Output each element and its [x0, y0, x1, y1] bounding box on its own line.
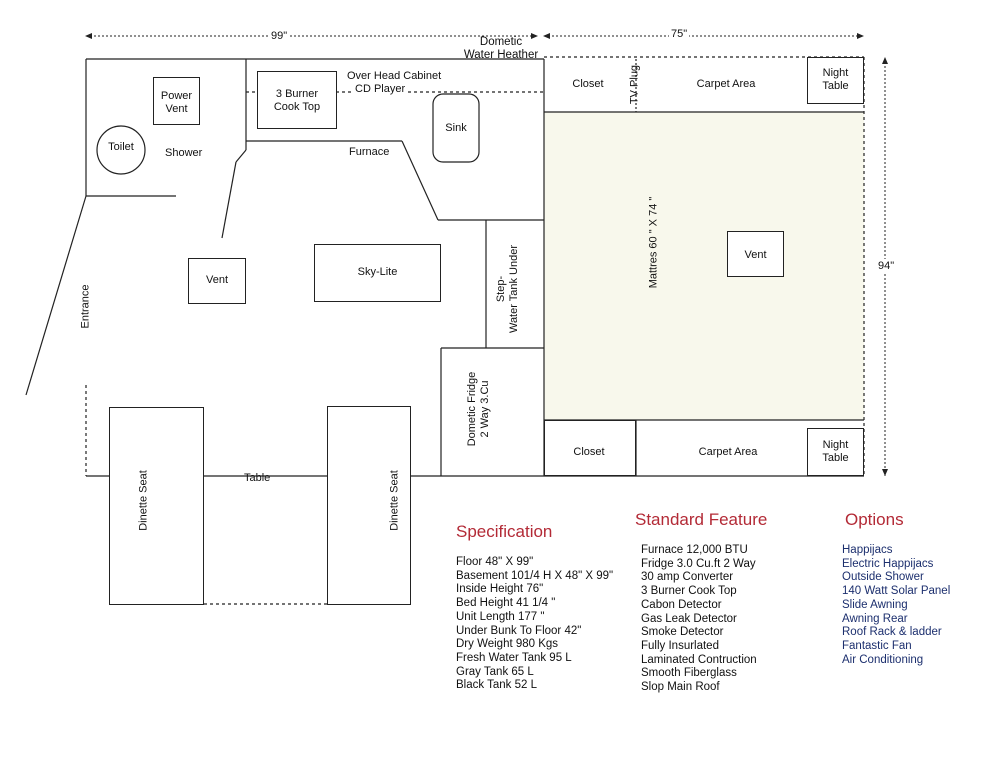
option-item: Air Conditioning	[842, 653, 924, 666]
skylite-label: Sky-Lite	[357, 266, 398, 278]
dinette-seat-left-box	[109, 407, 204, 605]
standard-feature-list: Furnace 12,000 BTU Fridge 3.0 Cu.ft 2 Wa…	[641, 544, 757, 695]
water-heater-label: Dometic Water Heather	[463, 36, 539, 61]
toilet-shape	[96, 125, 146, 175]
specification-heading: Specification	[456, 522, 553, 541]
option-item: Roof Rack & ladder	[842, 626, 942, 639]
spec-item: Unit Length 177 "	[456, 610, 545, 623]
closet-box-bottom	[544, 420, 636, 476]
power-vent-label: Power Vent	[160, 90, 193, 115]
option-item: Outside Shower	[842, 571, 924, 584]
option-item: Fantastic Fan	[842, 639, 912, 652]
dimension-99-label: 99"	[269, 30, 290, 43]
options-list: Happijacs Electric Happijacs Outside Sho…	[842, 544, 950, 667]
shower-label: Shower	[165, 147, 203, 159]
vent-box-left	[188, 258, 246, 304]
fridge-label: Dometic Fridge 2 Way 3.Cu	[466, 371, 491, 447]
dinette-seat-right-box	[327, 406, 411, 605]
sink-shape	[432, 93, 480, 163]
dimension-75-label: 75"	[669, 28, 690, 41]
cooktop-box	[257, 71, 337, 129]
entrance-label: Entrance	[79, 284, 92, 329]
option-item: Electric Happijacs	[842, 557, 934, 570]
feature-item: Gas Leak Detector	[641, 612, 737, 625]
step-water-tank-label: Step- Water Tank Under	[495, 244, 520, 334]
feature-item: Fridge 3.0 Cu.ft 2 Way	[641, 557, 756, 570]
mattress-label: Mattres 60 " X 74 "	[647, 196, 660, 289]
feature-item: 3 Burner Cook Top	[641, 585, 737, 598]
specification-list: Floor 48" X 99" Basement 101/4 H X 48" X…	[456, 556, 613, 693]
spec-item: Fresh Water Tank 95 L	[456, 651, 572, 664]
feature-item: Smoke Detector	[641, 626, 724, 639]
spec-item: Basement 101/4 H X 48" X 99"	[456, 569, 614, 582]
skylite-box	[314, 244, 441, 302]
vent-left-label: Vent	[205, 274, 229, 286]
closet-top-label: Closet	[572, 78, 604, 90]
bed-area-fill	[544, 112, 864, 420]
feature-item: Slop Main Roof	[641, 681, 720, 694]
overhead-cabinet-label: Over Head Cabinet	[347, 70, 442, 82]
spec-item: Under Bunk To Floor 42"	[456, 624, 582, 637]
spec-item: Gray Tank 65 L	[456, 665, 534, 678]
toilet-label: Toilet	[108, 141, 134, 153]
furnace-label: Furnace	[349, 146, 390, 158]
power-vent-box	[153, 77, 200, 125]
option-item: Happijacs	[842, 544, 893, 556]
cd-player-label: CD Player	[354, 83, 407, 96]
sink-label: Sink	[445, 122, 467, 134]
spec-item: Floor 48" X 99"	[456, 556, 534, 568]
vent-box-bed	[727, 231, 784, 277]
feature-item: 30 amp Converter	[641, 571, 734, 584]
dimension-94-label: 94"	[878, 259, 895, 274]
tv-plug-label: TV Plug	[628, 64, 641, 105]
vent-bed-label: Vent	[744, 249, 767, 261]
feature-item: Cabon Detector	[641, 598, 722, 611]
feature-item: Smooth Fiberglass	[641, 667, 737, 680]
feature-item: Fully Insurlated	[641, 639, 719, 652]
feature-item: Laminated Contruction	[641, 653, 757, 666]
feature-item: Furnace 12,000 BTU	[641, 544, 748, 556]
table-label: Table	[244, 472, 271, 484]
dinette-left-label: Dinette Seat	[137, 470, 150, 531]
night-table-top-label: Night Table	[822, 67, 849, 92]
standard-feature-heading: Standard Feature	[635, 510, 768, 529]
closet-bottom-label: Closet	[573, 446, 605, 458]
option-item: Slide Awning	[842, 598, 908, 611]
option-item: Awning Rear	[842, 612, 908, 625]
cooktop-label: 3 Burner Cook Top	[273, 88, 321, 113]
options-heading: Options	[845, 510, 904, 529]
carpet-top-label: Carpet Area	[696, 78, 756, 90]
spec-item: Inside Height 76"	[456, 583, 544, 596]
spec-item: Bed Height 41 1/4 "	[456, 597, 556, 610]
spec-item: Dry Weight 980 Kgs	[456, 638, 559, 651]
option-item: 140 Watt Solar Panel	[842, 585, 951, 598]
night-table-bottom-label: Night Table	[822, 439, 849, 464]
night-table-box-bottom	[807, 428, 864, 476]
carpet-bottom-label: Carpet Area	[698, 446, 758, 458]
dinette-right-label: Dinette Seat	[388, 470, 401, 531]
night-table-box-top	[807, 57, 864, 104]
spec-item: Black Tank 52 L	[456, 679, 537, 692]
